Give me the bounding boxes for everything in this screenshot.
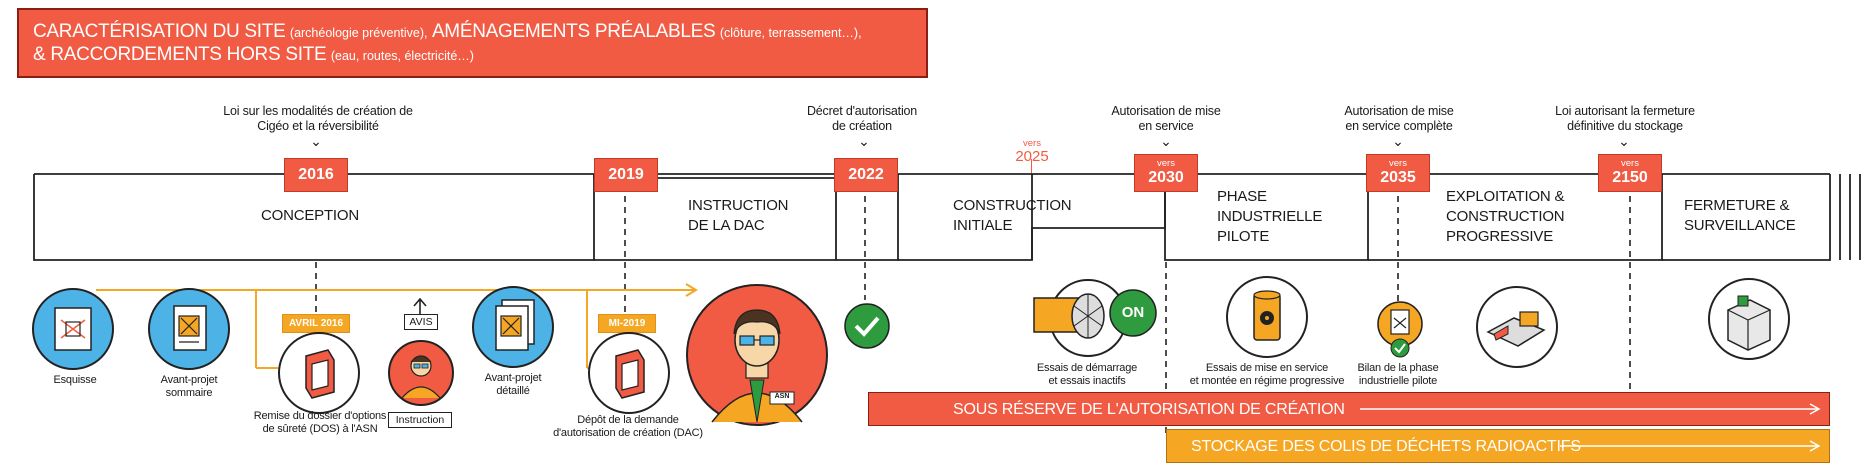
- caption-dac: Dépôt de la demande d'autorisation de cr…: [546, 414, 710, 440]
- caption-line: Essais de démarrage: [1036, 362, 1138, 374]
- caption-line: d'autorisation de création (DAC): [553, 427, 703, 439]
- excavation-machine-icon: [1476, 286, 1558, 368]
- phase-line: FERMETURE &: [1684, 197, 1790, 214]
- radioactive-barrel-icon: [1226, 276, 1308, 358]
- caption-line: Avant-projet: [160, 374, 218, 386]
- phase-pilote: PHASE INDUSTRIELLE PILOTE: [1217, 187, 1322, 247]
- law-2030: Autorisation de mise en service: [1111, 104, 1221, 133]
- check-icon: [844, 303, 890, 349]
- year-2022: 2022: [834, 158, 898, 192]
- phase-line: PILOTE: [1217, 228, 1270, 245]
- phase-line: CONSTRUCTION: [1446, 208, 1565, 225]
- caption-line: et essais inactifs: [1048, 375, 1126, 387]
- phase-line: EXPLOITATION &: [1446, 188, 1565, 205]
- sketch-icon: [32, 288, 114, 370]
- caption-avant-sommaire: Avant-projet sommaire: [148, 374, 230, 400]
- law-2035: Autorisation de mise en service complète: [1344, 104, 1454, 133]
- asn-badge-label: ASN: [774, 393, 790, 400]
- chevron-down-icon: ⌄: [310, 133, 322, 149]
- label-avis: AVIS: [404, 314, 438, 330]
- header-banner: CARACTÉRISATION DU SITE (archéologie pré…: [17, 8, 928, 78]
- caption-dos: Remise du dossier d'options de sûreté (D…: [240, 410, 400, 436]
- law-2150: Loi autorisant la fermeture définitive d…: [1555, 104, 1695, 133]
- band-label: STOCKAGE DES COLIS DE DÉCHETS RADIOACTIF…: [1191, 438, 1581, 455]
- document-stack-icon: [472, 286, 554, 368]
- caption-line: de sûreté (DOS) à l'ASN: [262, 423, 378, 435]
- caption-line: Avant-projet: [484, 372, 542, 384]
- chevron-down-icon: ⌄: [1160, 133, 1172, 149]
- reviewer-icon: [388, 340, 454, 406]
- document-icon: [148, 288, 230, 370]
- tick-2025: [1031, 159, 1032, 174]
- year-2035: vers 2035: [1366, 154, 1430, 192]
- tunnel-boring-machine-icon: [1033, 279, 1127, 357]
- arrow-up-icon: [413, 297, 427, 314]
- asn-inspector-icon: [686, 284, 828, 426]
- year-label: 2025: [1015, 148, 1049, 165]
- caption-line: Remise du dossier d'options: [253, 410, 387, 422]
- phase-line: INITIALE: [953, 217, 1013, 234]
- band-label: SOUS RÉSERVE DE L'AUTORISATION DE CRÉATI…: [953, 401, 1345, 418]
- phase-line: PROGRESSIVE: [1446, 228, 1553, 245]
- dossier-icon: [588, 332, 670, 414]
- caption-avant-detaille: Avant-projet détaillé: [472, 372, 554, 398]
- year-2016: 2016: [284, 158, 348, 192]
- phase-conception: CONCEPTION: [261, 207, 360, 224]
- header-title-b: AMÉNAGEMENTS PRÉALABLES: [431, 21, 716, 42]
- caption-line: Bilan de la phase: [1357, 362, 1439, 374]
- caption-essais: Essais de démarrage et essais inactifs: [1024, 362, 1150, 388]
- chevron-down-icon: ⌄: [1618, 133, 1630, 149]
- caption-bilan: Bilan de la phase industrielle pilote: [1342, 362, 1454, 388]
- phase-line: CONSTRUCTION: [953, 197, 1072, 214]
- caption-line: sommaire: [165, 387, 213, 399]
- dossier-icon: [278, 332, 360, 414]
- report-icon: [1377, 301, 1423, 358]
- phase-line: INDUSTRIELLE: [1217, 208, 1323, 225]
- year-label: 2035: [1380, 169, 1416, 186]
- year-2030: vers 2030: [1134, 154, 1198, 192]
- chevron-down-icon: ⌄: [1392, 133, 1404, 149]
- chevron-down-icon: ⌄: [858, 133, 870, 149]
- year-2019: 2019: [594, 158, 658, 192]
- header-title-c: & RACCORDEMENTS HORS SITE: [33, 44, 327, 65]
- header-note-b: (clôture, terrassement…),: [719, 26, 862, 40]
- header-note-c: (eau, routes, électricité…): [330, 49, 474, 63]
- phase-line: PHASE: [1217, 188, 1267, 205]
- phase-construction: CONSTRUCTION INITIALE: [953, 196, 1072, 236]
- arrow-right-icon: [1560, 440, 1821, 452]
- phase-exploitation: EXPLOITATION & CONSTRUCTION PROGRESSIVE: [1446, 187, 1565, 247]
- milestone-2025: vers 2025: [1010, 138, 1054, 165]
- arrow-right-icon: [1360, 403, 1821, 415]
- label-instruction: Instruction: [388, 412, 452, 428]
- caption-line: Essais de mise en service: [1205, 362, 1329, 374]
- vers-label: vers: [1389, 158, 1407, 169]
- vers-label: vers: [1157, 158, 1175, 169]
- header-title-a: CARACTÉRISATION DU SITE: [33, 21, 286, 42]
- law-2016: Loi sur les modalités de création de Cig…: [223, 104, 413, 133]
- year-2150: vers 2150: [1598, 154, 1662, 192]
- vers-label: vers: [1023, 138, 1041, 149]
- year-label: 2150: [1612, 169, 1648, 186]
- vers-label: vers: [1621, 158, 1639, 169]
- caption-esquisse: Esquisse: [53, 374, 97, 386]
- on-label: ON: [1121, 304, 1145, 321]
- phase-line: DE LA DAC: [688, 217, 765, 234]
- caption-line: Dépôt de la demande: [577, 414, 679, 426]
- law-2022: Décret d'autorisation de création: [806, 104, 918, 133]
- caption-line: détaillé: [496, 385, 530, 397]
- header-note-a: (archéologie préventive),: [289, 26, 428, 40]
- caption-mise-service: Essais de mise en service et montée en r…: [1182, 362, 1352, 388]
- caption-line: industrielle pilote: [1358, 375, 1438, 387]
- caption-line: et montée en régime progressive: [1189, 375, 1345, 387]
- closed-shaft-icon: [1708, 278, 1790, 360]
- phase-fermeture: FERMETURE & SURVEILLANCE: [1684, 196, 1796, 236]
- power-on-icon: [1109, 289, 1157, 337]
- year-label: 2030: [1148, 169, 1184, 186]
- phase-instruction: INSTRUCTION DE LA DAC: [688, 196, 788, 236]
- phase-line: INSTRUCTION: [688, 197, 789, 214]
- phase-line: SURVEILLANCE: [1684, 217, 1796, 234]
